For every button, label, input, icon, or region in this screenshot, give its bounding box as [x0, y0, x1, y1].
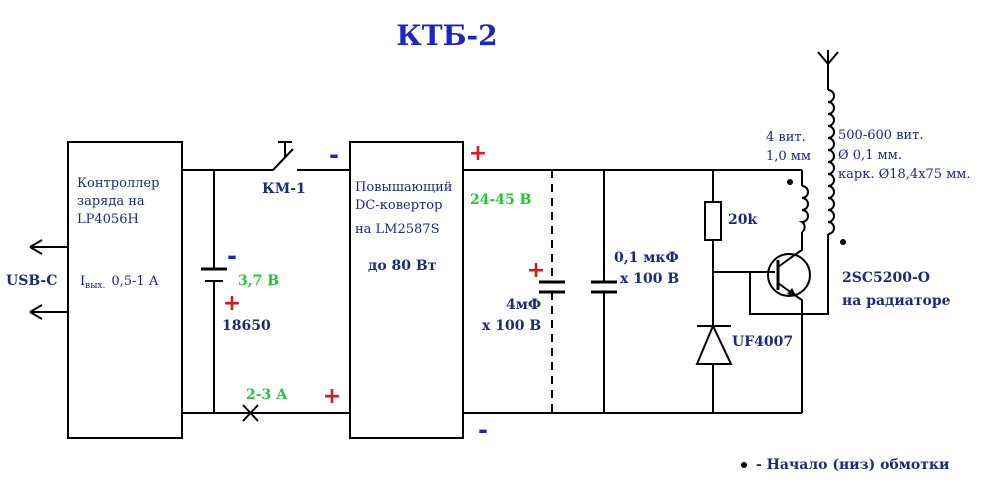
converter-label-line3: на LM2587S [355, 222, 439, 237]
converter-input-plus-sign: + [323, 384, 341, 409]
battery-minus-sign: - [227, 242, 237, 270]
usb-label: USB-C [6, 273, 57, 289]
legend-label: - Начало (низ) обмотки [756, 457, 949, 473]
feedback-wire [749, 240, 829, 315]
output-voltage-label: 24-45 В [470, 192, 532, 208]
primary-wire-label: 1,0 мм [766, 149, 811, 164]
diode-uf4007 [695, 272, 733, 413]
controller-label-line1: Контроллер [77, 176, 159, 191]
controller-label-line3: LP4056H [77, 212, 139, 227]
switch-label: КМ-1 [262, 181, 306, 197]
battery-type-label: 18650 [222, 318, 271, 334]
secondary-coil [827, 89, 846, 245]
capacitor-4mf-voltage: х 100 В [482, 318, 541, 334]
capacitor-01uf-value: 0,1 мкФ [614, 250, 679, 266]
switch-km1 [272, 141, 294, 171]
primary-coil [787, 170, 809, 233]
antenna-icon [817, 50, 839, 90]
converter-label-line1: Повышающий [355, 180, 452, 195]
controller-current-label: Iвых.0,5-1 А [80, 274, 159, 291]
secondary-wire-label: Ø 0,1 мм. [838, 148, 902, 163]
capacitor-4mf-plus-sign: + [527, 258, 545, 283]
converter-output-minus-sign: - [478, 416, 488, 444]
fuse-cross-mark [242, 404, 259, 422]
resistor-label: 20k [728, 212, 757, 228]
usb-connector [29, 239, 68, 320]
primary-turns-label: 4 вит. [766, 130, 806, 145]
converter-input-minus-sign: - [329, 141, 339, 169]
resistor-20k [704, 170, 722, 272]
current-label: 2-3 А [246, 387, 288, 403]
secondary-frame-label: карк. Ø18,4х75 мм. [838, 167, 971, 182]
transistor-mount-label: на радиаторе [842, 293, 951, 309]
battery-plus-sign: + [223, 291, 241, 316]
battery-18650 [201, 170, 227, 413]
converter-label-line2: DC-ковертор [355, 198, 442, 213]
capacitor-01uf-voltage: х 100 В [620, 271, 679, 287]
capacitor-4mf-value: 4мФ [506, 297, 541, 313]
dc-converter-block [349, 141, 464, 439]
winding-start-dot-icon [741, 462, 747, 468]
secondary-turns-label: 500-600 вит. [838, 128, 923, 143]
controller-label-line2: заряда на [77, 194, 145, 209]
diagram-title: КТБ-2 [396, 19, 497, 52]
capacitor-4mf [539, 170, 565, 413]
diode-label: UF4007 [732, 334, 793, 350]
transistor-2sc5200 [767, 232, 811, 413]
converter-output-plus-sign: + [469, 141, 487, 166]
capacitor-01uf [591, 170, 617, 413]
converter-power-label: до 80 Вт [368, 258, 437, 274]
transistor-label: 2SC5200-O [842, 270, 930, 286]
charge-controller-block [67, 141, 183, 439]
battery-voltage-label: 3,7 В [238, 273, 279, 289]
